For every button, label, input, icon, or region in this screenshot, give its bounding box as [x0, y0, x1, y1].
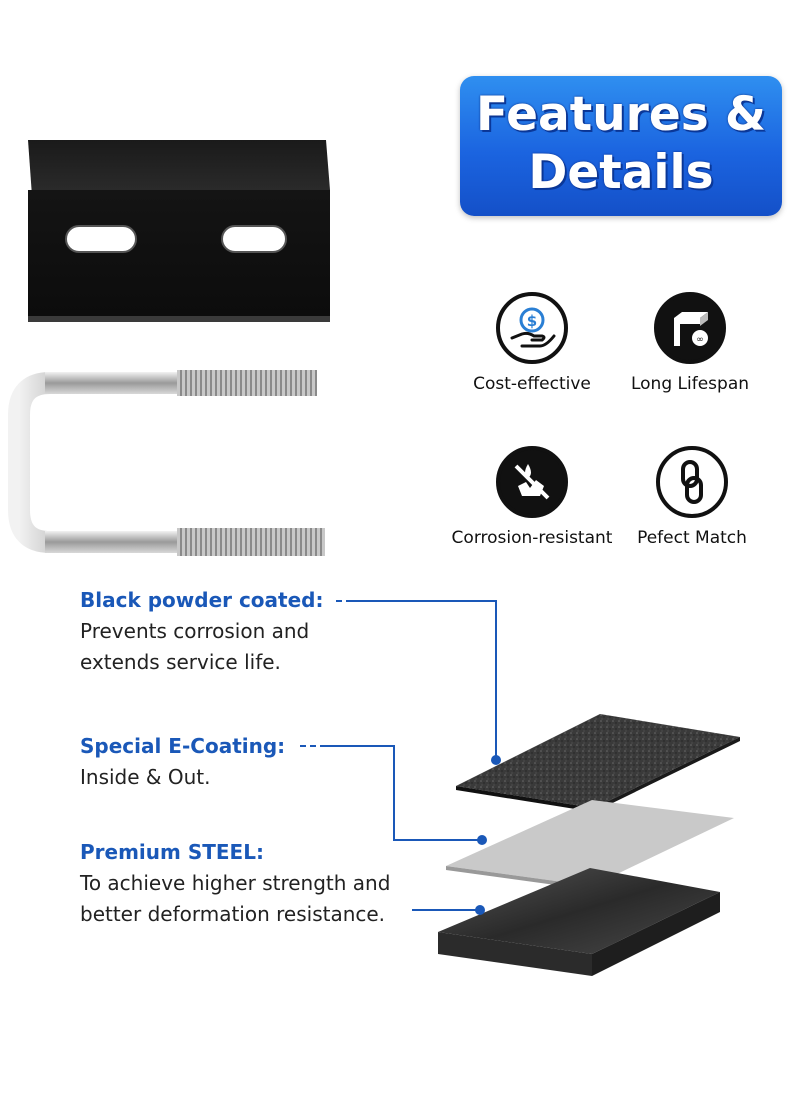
- layer-desc-line-1: Prevents corrosion and: [80, 619, 310, 643]
- feature-corrosion-resistant: Corrosion-resistant: [442, 446, 622, 548]
- layer-e-coating: Special E-Coating: Inside & Out.: [80, 734, 285, 793]
- leader-lines: [300, 600, 497, 911]
- layer-title: Black powder coated:: [80, 588, 324, 612]
- leader-dot: [475, 905, 485, 915]
- layer-title: Special E-Coating:: [80, 734, 286, 758]
- perfect-match-icon: [656, 446, 728, 518]
- layer-black-powder: Black powder coated: Prevents corrosion …: [80, 588, 324, 678]
- layer-premium-steel: Premium STEEL: To achieve higher strengt…: [80, 840, 390, 930]
- feature-perfect-match: Pefect Match: [622, 446, 762, 548]
- u-bolt-image: [8, 370, 325, 556]
- steel-layer: [438, 868, 720, 954]
- svg-text:$: $: [527, 312, 537, 330]
- title-line-1: Features &: [475, 87, 767, 142]
- feature-label: Corrosion-resistant: [451, 528, 613, 548]
- layer-title: Premium STEEL:: [80, 840, 264, 864]
- layer-desc-line-2: better deformation resistance.: [80, 902, 386, 926]
- layer-desc-line-2: extends service life.: [80, 650, 281, 674]
- svg-text:∞: ∞: [696, 335, 704, 345]
- layer-desc-line-1: Inside & Out.: [80, 765, 211, 789]
- title-line-2: Details: [528, 145, 714, 200]
- powder-coat-layer: [456, 714, 740, 808]
- layers-diagram: [300, 600, 740, 976]
- cost-effective-icon: $: [496, 292, 568, 364]
- long-lifespan-icon: ∞: [654, 292, 726, 364]
- feature-long-lifespan: ∞ Long Lifespan: [620, 292, 760, 394]
- leader-dot: [491, 755, 501, 765]
- e-coating-layer: [446, 800, 734, 886]
- corrosion-resistant-icon: [496, 446, 568, 518]
- black-bracket-plate-image: [28, 140, 330, 322]
- feature-label: Pefect Match: [637, 528, 747, 548]
- title-badge: [460, 76, 782, 216]
- feature-cost-effective: $ Cost-effective: [462, 292, 602, 394]
- feature-label: Long Lifespan: [630, 374, 750, 394]
- feature-label: Cost-effective: [473, 374, 591, 394]
- leader-dot: [477, 835, 487, 845]
- page-title: Features &Details: [460, 86, 782, 202]
- layer-desc-line-1: To achieve higher strength and: [80, 871, 391, 895]
